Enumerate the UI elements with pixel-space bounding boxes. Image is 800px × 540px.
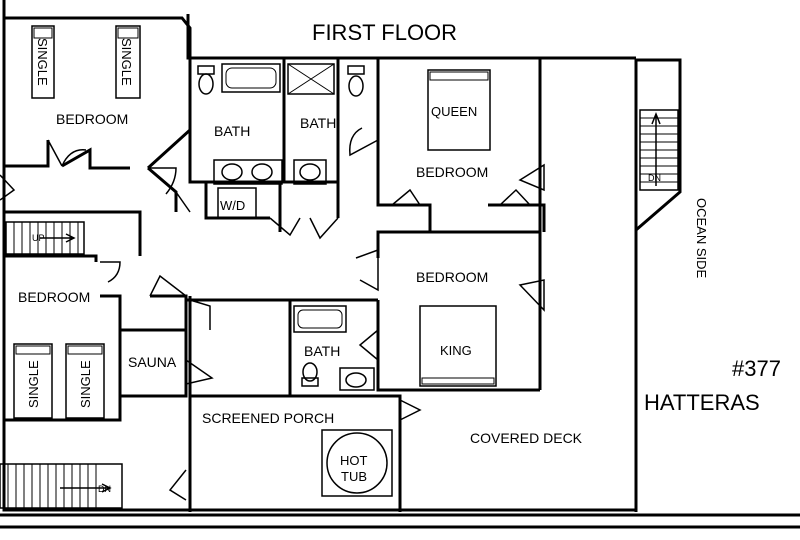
bed-king-label: KING bbox=[440, 343, 472, 358]
room-bedroom-left: BEDROOM bbox=[18, 289, 90, 305]
door-swings bbox=[0, 127, 545, 501]
hot-tub-label-1: HOT bbox=[340, 453, 368, 468]
room-bath-right: BATH bbox=[300, 115, 336, 131]
stairs-up-label: UP bbox=[32, 233, 45, 243]
bed-single-3 bbox=[13, 343, 53, 419]
ocean-side-label: OCEAN SIDE bbox=[694, 198, 709, 279]
bed-single-4 bbox=[65, 343, 105, 419]
bed-single-2-label: SINGLE bbox=[119, 38, 134, 86]
hot-tub-label-2: TUB bbox=[341, 469, 367, 484]
room-sauna: SAUNA bbox=[128, 354, 177, 370]
room-covered-deck: COVERED DECK bbox=[470, 430, 583, 446]
bed-single-2 bbox=[115, 25, 141, 99]
listing-number: #377 bbox=[732, 356, 781, 381]
exterior-walls bbox=[0, 0, 800, 529]
room-bath-left: BATH bbox=[214, 123, 250, 139]
hot-tub bbox=[321, 429, 393, 497]
room-bedroom-top-left: BEDROOM bbox=[56, 111, 128, 127]
plan-title: FIRST FLOOR bbox=[312, 20, 457, 45]
bath-fixtures bbox=[197, 63, 375, 391]
room-screened-porch: SCREENED PORCH bbox=[202, 410, 334, 426]
room-bedroom-top-right: BEDROOM bbox=[416, 164, 488, 180]
bed-single-3-label: SINGLE bbox=[26, 360, 41, 408]
interior-walls bbox=[2, 16, 546, 512]
washer-dryer-label: W/D bbox=[220, 198, 245, 213]
bed-king bbox=[419, 305, 497, 387]
listing-name: HATTERAS bbox=[644, 390, 760, 415]
bed-queen-label: QUEEN bbox=[431, 104, 477, 119]
bed-single-4-label: SINGLE bbox=[78, 360, 93, 408]
stairs-bottom bbox=[0, 463, 123, 509]
bed-single-1 bbox=[31, 25, 55, 99]
bed-queen bbox=[427, 69, 491, 151]
stairs-dn-bottom-label: DN bbox=[98, 484, 111, 494]
bed-single-1-label: SINGLE bbox=[35, 38, 50, 86]
stairs-left bbox=[5, 221, 85, 255]
room-bath-small: BATH bbox=[304, 343, 340, 359]
room-bedroom-mid-right: BEDROOM bbox=[416, 269, 488, 285]
stairs-right bbox=[639, 109, 679, 191]
stairs-dn-right-label: DN bbox=[648, 173, 661, 183]
